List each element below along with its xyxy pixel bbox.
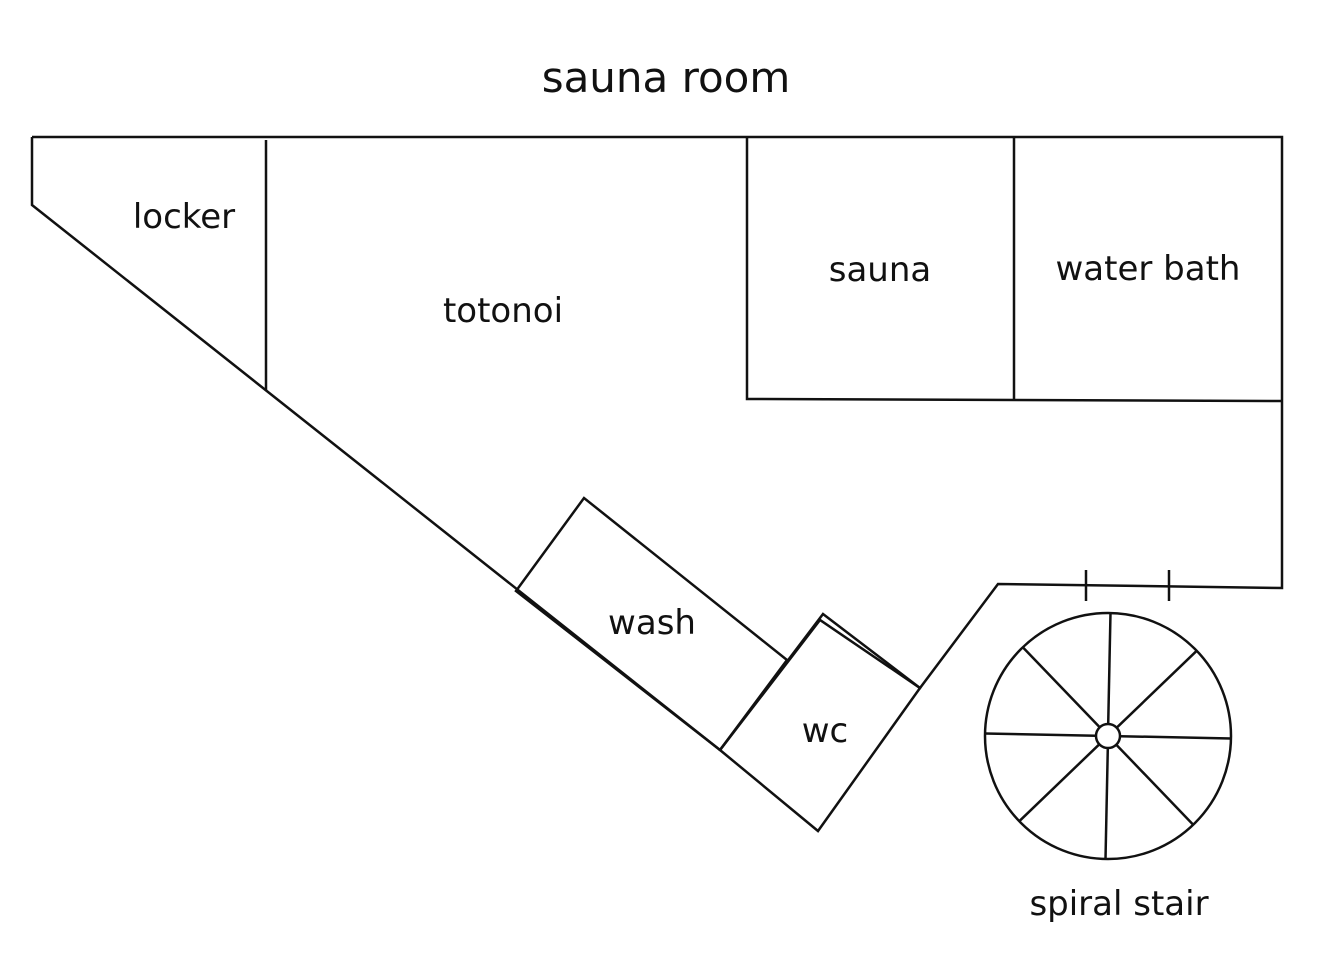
room-label-water-bath: water bath [1056, 249, 1241, 289]
stair-tread [1018, 743, 1101, 823]
room-label-wash: wash [608, 603, 696, 643]
room-label-totonoi: totonoi [443, 291, 563, 331]
room-label-locker: locker [133, 197, 235, 237]
stair-tread [1119, 734, 1232, 740]
stair-tread [1115, 743, 1195, 826]
stair-tread [984, 732, 1097, 738]
sauna-block-wall [745, 137, 1283, 403]
stair-center-post [1094, 722, 1122, 750]
stair-tread [1104, 747, 1110, 860]
room-label-wc: wc [802, 711, 849, 751]
outer-wall-left [30, 137, 721, 751]
stair-tread [1106, 612, 1112, 725]
plan-title: sauna room [542, 53, 791, 102]
spiral-stair [983, 611, 1233, 861]
stair-outer-ring [983, 611, 1233, 861]
room-label-sauna: sauna [829, 250, 931, 290]
stair-label: spiral stair [1029, 884, 1208, 924]
wc-room [718, 612, 922, 833]
stair-tread [1021, 646, 1101, 729]
stair-tread [1115, 649, 1198, 729]
